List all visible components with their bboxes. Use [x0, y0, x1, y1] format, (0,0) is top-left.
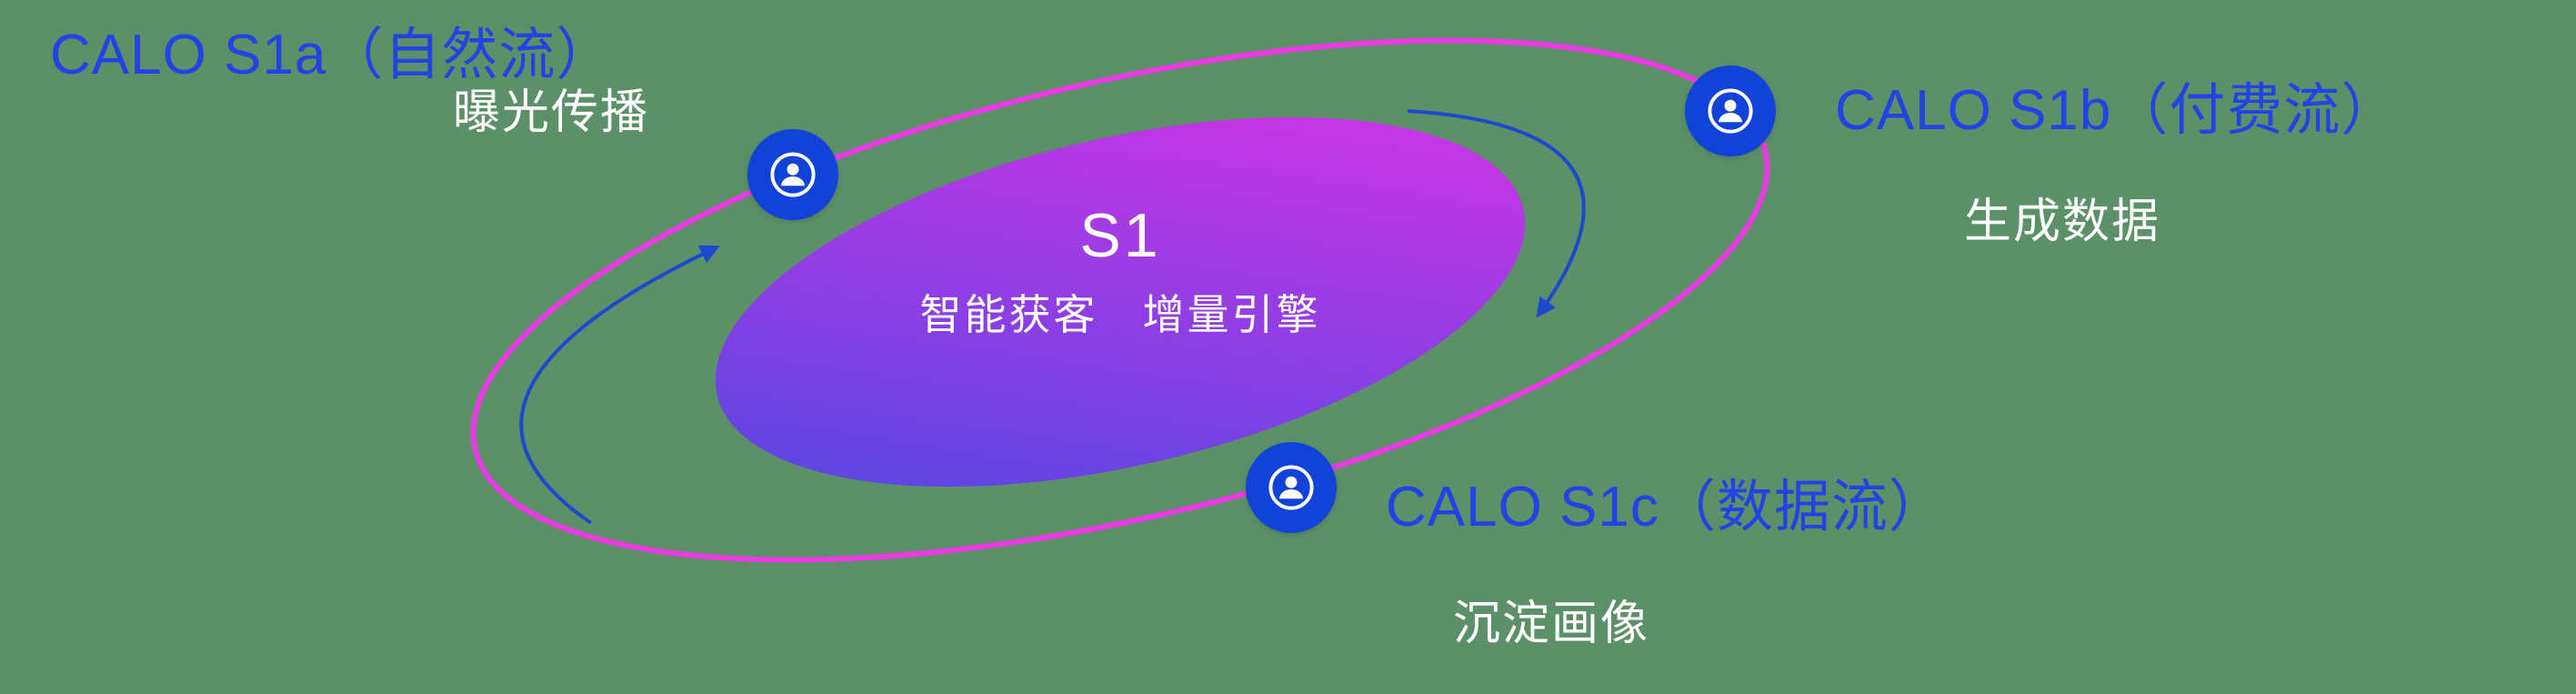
curved-arrow-right-icon: [1407, 109, 1586, 318]
node-s1c: [1246, 442, 1337, 533]
label-s1a: CALO S1a（自然流）: [50, 24, 614, 86]
core-ellipse: [715, 116, 1526, 488]
user-icon: [770, 152, 816, 197]
sublabel-s1b: 生成数据: [1964, 196, 2161, 248]
sublabel-s1c: 沉淀画像: [1453, 598, 1650, 650]
curved-arrow-left-icon: [519, 245, 720, 525]
node-s1b: [1685, 65, 1776, 156]
user-icon: [1708, 88, 1753, 134]
label-s1b: CALO S1b（付费流）: [1835, 79, 2399, 142]
core-title: S1: [1079, 201, 1161, 270]
label-s1c: CALO S1c（数据流）: [1386, 476, 1946, 538]
node-s1a: [747, 129, 838, 220]
sublabel-s1a: 曝光传播: [453, 86, 650, 139]
core-label-group: S1 智能获客 增量引擎: [847, 200, 1393, 342]
user-icon: [1268, 465, 1314, 510]
core-subtitle: 智能获客 增量引擎: [919, 291, 1321, 338]
orbit-ellipse: [470, 37, 1770, 563]
